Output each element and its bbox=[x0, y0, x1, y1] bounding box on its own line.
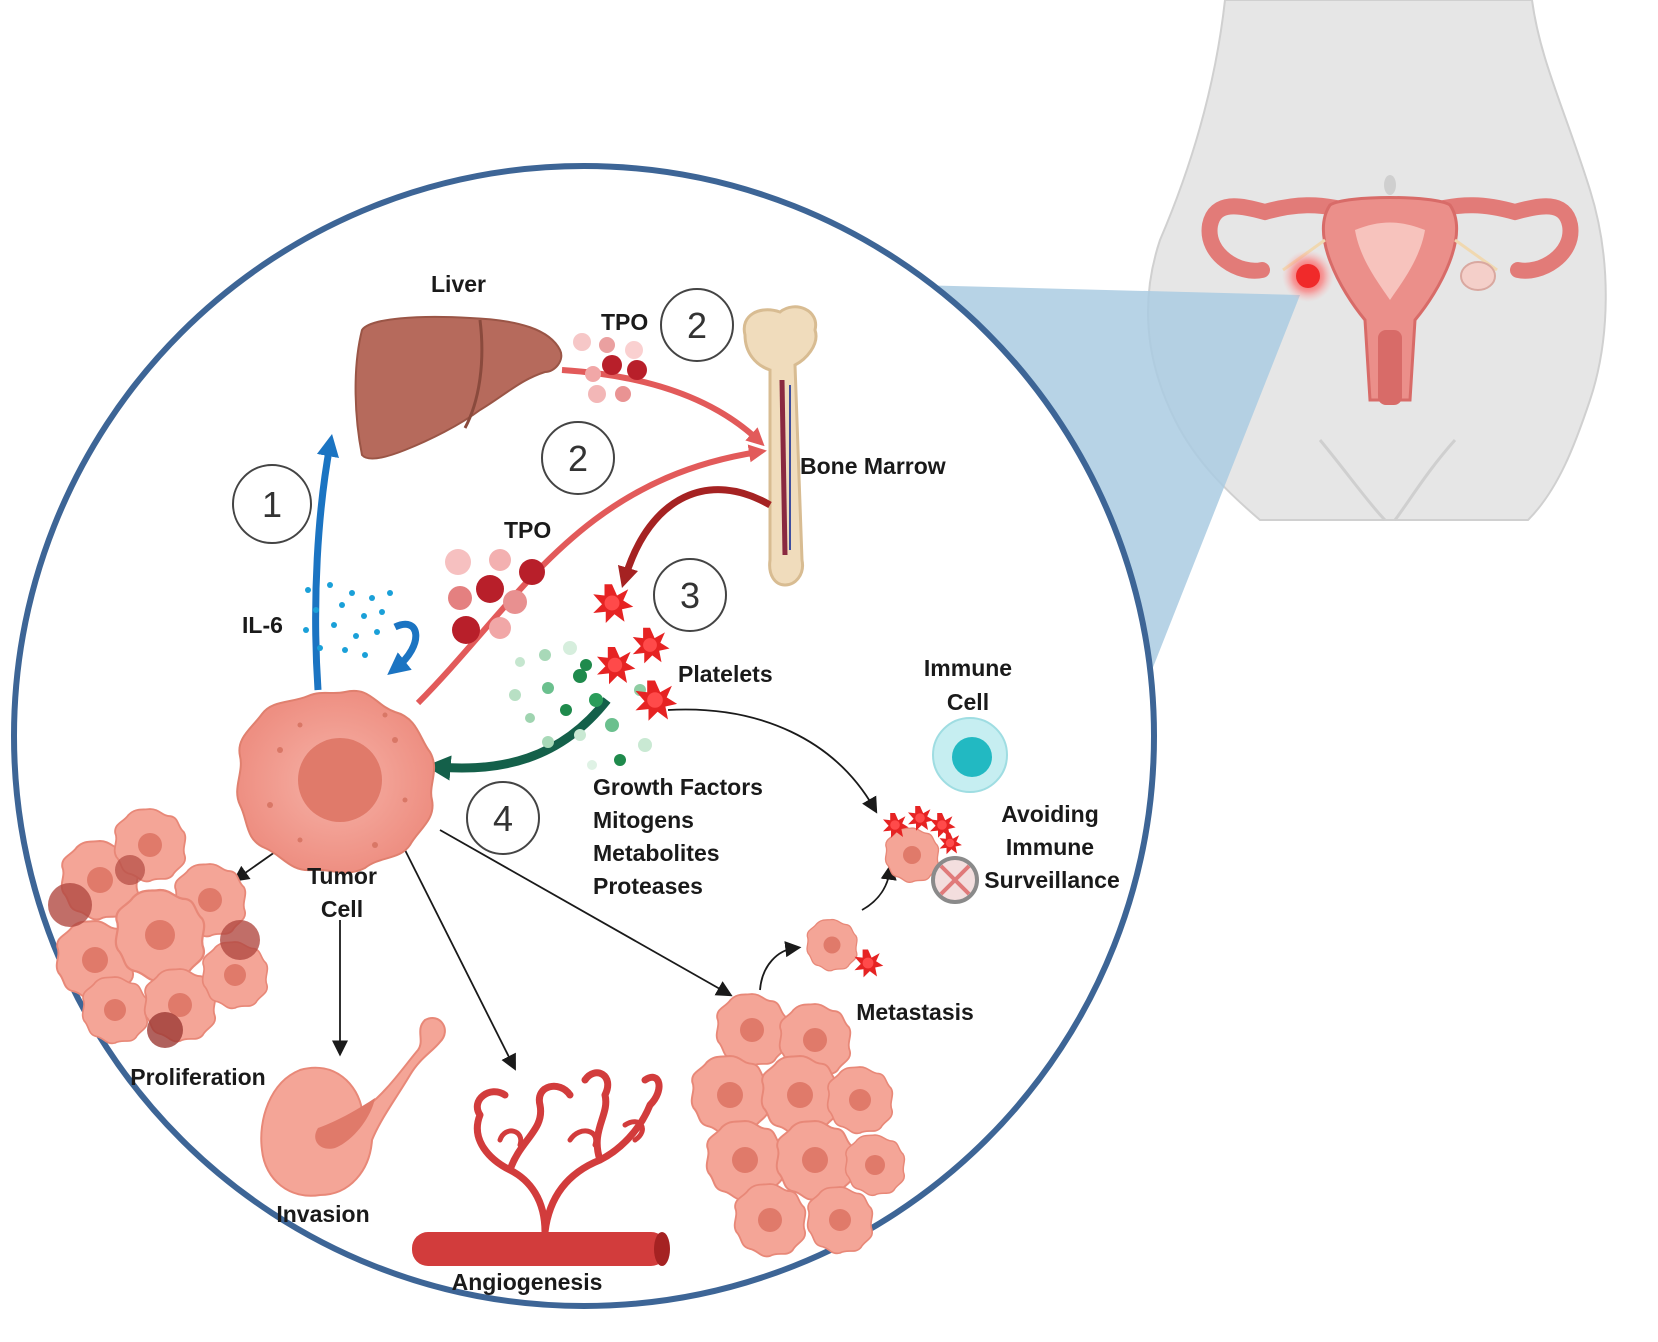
growth-factors-to-tumor-arrow bbox=[425, 697, 611, 781]
step-4-marker: 4 bbox=[466, 781, 540, 855]
step-3-marker: 3 bbox=[653, 558, 727, 632]
invasion-label: Invasion bbox=[276, 1201, 369, 1227]
avoiding-label-line3: Surveillance bbox=[984, 867, 1120, 893]
tumor-cell-label-line1: Tumor bbox=[307, 863, 377, 889]
tumor-to-proliferation-arrow bbox=[232, 851, 276, 882]
immune-cell-icon bbox=[932, 717, 1008, 793]
blood-vessel-icon bbox=[412, 1069, 670, 1266]
angiogenesis-label: Angiogenesis bbox=[452, 1269, 603, 1295]
platelets-to-immune-evasion-arrow bbox=[667, 708, 878, 814]
tpo-particles-top bbox=[573, 333, 647, 403]
tpo-top-label: TPO bbox=[601, 309, 648, 335]
tpo-tumor-to-bone-arrow bbox=[415, 444, 767, 706]
platelets-label: Platelets bbox=[678, 661, 773, 687]
tumor-cell-icon bbox=[236, 689, 435, 874]
bone-to-platelets-arrow bbox=[617, 486, 772, 589]
tumor-to-metastasis-arrow bbox=[439, 829, 733, 997]
mitogens-label: Mitogens bbox=[593, 807, 694, 833]
immune-cell-label-line1: Immune bbox=[924, 655, 1012, 681]
tumor-to-angiogenesis-arrow bbox=[404, 849, 516, 1071]
step-4-label: 4 bbox=[493, 798, 513, 839]
il6-label: IL-6 bbox=[242, 612, 283, 638]
uterus-icon bbox=[1201, 196, 1579, 405]
proteases-label: Proteases bbox=[593, 873, 703, 899]
ovary-icon bbox=[1460, 261, 1496, 291]
growth-factors-label: Growth Factors bbox=[593, 774, 763, 800]
liver-icon bbox=[354, 315, 563, 460]
proliferation-cluster-icon bbox=[48, 808, 269, 1048]
outcome-arrows bbox=[232, 708, 897, 1071]
avoiding-label-line1: Avoiding bbox=[1001, 801, 1099, 827]
invasion-cell-icon bbox=[260, 1017, 446, 1197]
step-1-label: 1 bbox=[262, 484, 282, 525]
metastasis-up-arrow-1 bbox=[759, 941, 802, 991]
metastasis-label: Metastasis bbox=[856, 999, 974, 1025]
step-2-mid-label: 2 bbox=[568, 438, 588, 479]
metastasis-up-arrow-2 bbox=[861, 863, 897, 911]
step-3-label: 3 bbox=[680, 575, 700, 616]
tumor-cell-label-line2: Cell bbox=[321, 896, 363, 922]
liver-label: Liver bbox=[431, 271, 486, 297]
bone-marrow-icon bbox=[742, 305, 818, 587]
il6-particles bbox=[303, 582, 393, 658]
tpo-mid-label: TPO bbox=[504, 517, 551, 543]
immune-cell-label-line2: Cell bbox=[947, 689, 989, 715]
proliferation-label: Proliferation bbox=[130, 1064, 265, 1090]
step-1-marker: 1 bbox=[232, 464, 312, 544]
metabolites-label: Metabolites bbox=[593, 840, 720, 866]
step-2-top-marker: 2 bbox=[660, 288, 734, 362]
tumor-ovary-icon bbox=[1296, 264, 1320, 288]
bone-marrow-label: Bone Marrow bbox=[800, 453, 946, 479]
il6-to-liver-arrow bbox=[312, 433, 339, 691]
step-2-mid-marker: 2 bbox=[541, 421, 615, 495]
il6-autocrine-arrow bbox=[387, 620, 420, 675]
step-2-top-label: 2 bbox=[687, 305, 707, 346]
avoiding-label-line2: Immune bbox=[1006, 834, 1094, 860]
tpo-particles-mid bbox=[445, 549, 545, 644]
growth-factor-particles bbox=[509, 641, 652, 770]
blocked-icon bbox=[931, 856, 979, 904]
